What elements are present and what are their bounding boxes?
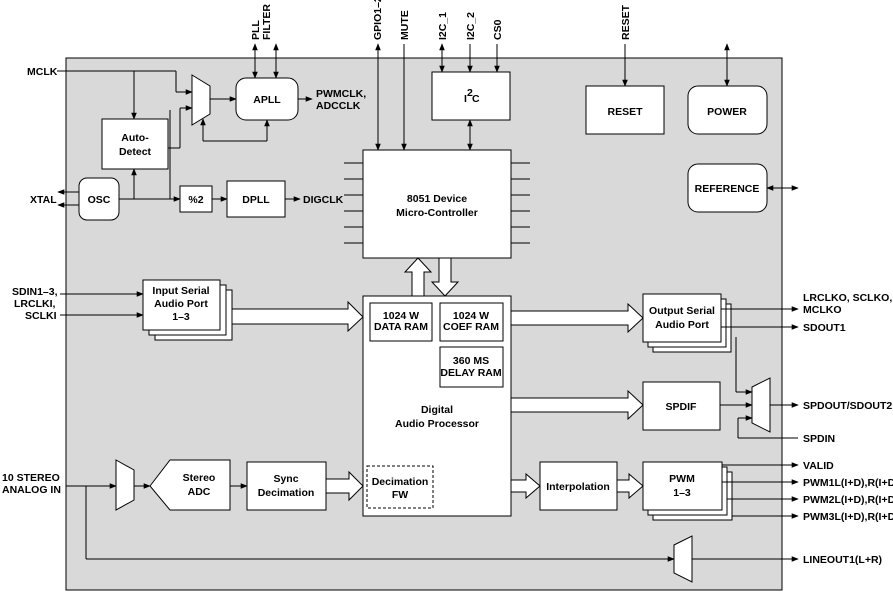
output-serial-label-2: Audio Port [655, 319, 709, 331]
i2c-superscript: 2 [467, 87, 473, 99]
sync-decimation-label-1: Sync [273, 473, 298, 485]
signal-pwm3-label: PWM3L(I+D),R(I+D) [803, 511, 893, 523]
sync-decimation-label-2: Decimation [258, 487, 315, 499]
dap-to-output-serial-arrow [510, 302, 644, 334]
signal-sdin-label-1: SDIN1–3, [12, 286, 58, 298]
power-block [687, 85, 768, 135]
div2-block [179, 185, 213, 213]
analog-input-mux [115, 459, 135, 511]
input-serial-label-2: Audio Port [154, 298, 208, 310]
signal-reset-label: RESET [620, 4, 632, 40]
auto-detect-block [101, 118, 169, 170]
stereo-adc-label-1: Stereo [183, 472, 216, 484]
div2-label: %2 [188, 194, 203, 206]
signal-pwmclk-label: PWMCLK, [316, 88, 366, 100]
input-serial-to-dap-arrow [231, 300, 364, 333]
mcu-label-2: Micro-Controller [396, 207, 478, 219]
signal-gpio-label: GPIO1–2 [372, 0, 384, 40]
apll-label: APLL [253, 94, 281, 106]
dap-to-mcu-arrow [403, 257, 433, 297]
dap-label-1: Digital [421, 404, 453, 416]
signal-pwm2-label: PWM2L(I+D),R(I+D) [803, 494, 893, 506]
data-ram-label-2: DATA RAM [374, 321, 428, 333]
signal-spdin-label: SPDIN [803, 433, 835, 445]
decimation-fw-label-1: Decimation [372, 476, 429, 488]
input-serial-label-1: Input Serial [152, 285, 209, 297]
dap-to-spdif-arrow [510, 389, 644, 421]
mcu-to-dap-arrow [430, 257, 460, 297]
signal-xtal-label: XTAL [30, 194, 57, 206]
data-ram-block [369, 302, 433, 342]
signal-valid-label: VALID [803, 460, 834, 472]
input-serial-label-3: 1–3 [172, 311, 190, 323]
dap-to-interpolation-arrow [510, 472, 541, 500]
pwm-stack [642, 461, 733, 521]
mcu-label-1: 8051 Device [407, 193, 467, 205]
output-serial-stack [642, 293, 732, 353]
sync-to-dap-arrow [325, 470, 364, 502]
signal-i2c2-label: I2C_2 [465, 12, 477, 40]
signal-lineout-label: LINEOUT1(L+R) [803, 554, 882, 566]
signal-analog-label-1: 10 STEREO [2, 472, 60, 484]
auto-detect-label-1: Auto- [121, 132, 149, 144]
reset-block [585, 85, 665, 135]
pwm-label-1: PWM [669, 473, 695, 485]
dap-label-2: Audio Processor [395, 418, 479, 430]
input-serial-stack [142, 279, 233, 341]
reset-label: RESET [607, 106, 643, 118]
signal-digclk-label: DIGCLK [303, 194, 344, 206]
signal-sdin-label-2: LRCLKI, [14, 298, 55, 310]
coef-ram-label-2: COEF RAM [443, 321, 499, 333]
mcu-block [362, 149, 512, 259]
reference-label: REFERENCE [695, 183, 760, 195]
signal-adcclk-label: ADCCLK [316, 100, 361, 112]
signal-pll-label: PLL [250, 20, 262, 40]
coef-ram-label-1: 1024 W [453, 310, 489, 322]
delay-ram-label-2: DELAY RAM [440, 367, 502, 379]
delay-ram-block [439, 346, 504, 388]
output-serial-label-1: Output Serial [649, 305, 715, 317]
signal-analog-label-2: ANALOG IN [2, 484, 61, 496]
signal-sdout1-label: SDOUT1 [803, 322, 846, 334]
signal-mute-label: MUTE [399, 10, 411, 40]
signal-mclk-label: MCLK [27, 66, 58, 78]
signal-lrclko-label-2: MCLKO [803, 304, 842, 316]
i2c-label: I [464, 93, 467, 105]
i2c-block [431, 71, 511, 121]
lineout-mux [673, 535, 693, 583]
stereo-adc-label-2: ADC [188, 486, 211, 498]
signal-cs0-label: CS0 [492, 19, 504, 40]
signal-i2c1-label: I2C_1 [437, 12, 449, 40]
power-label: POWER [707, 106, 747, 118]
delay-ram-label-1: 360 MS [453, 355, 489, 367]
decimation-fw-label-2: FW [392, 489, 408, 501]
signal-sdin-label-3: SCLKI [25, 310, 57, 322]
signal-pwm1-label: PWM1L(I+D),R(I+D) [803, 477, 893, 489]
dpll-block [226, 180, 286, 218]
coef-ram-block [439, 302, 504, 342]
auto-detect-label-2: Detect [119, 146, 152, 158]
interpolation-block [539, 461, 618, 511]
interpolation-to-pwm-arrow [616, 472, 644, 500]
dpll-label: DPLL [242, 194, 270, 206]
sync-decimation-block [246, 461, 327, 511]
osc-label: OSC [88, 194, 111, 206]
decimation-fw-block [366, 465, 434, 509]
spdif-block [642, 381, 721, 431]
data-ram-label-1: 1024 W [383, 310, 419, 322]
mcu-pins [344, 162, 530, 244]
signal-spdout-label: SPDOUT/SDOUT2 [803, 400, 892, 412]
pwm-label-2: 1–3 [673, 487, 691, 499]
stereo-adc-block [149, 459, 231, 511]
i2c-c-label: C [472, 93, 480, 105]
signal-lrclko-label-1: LRCLKO, SCLKO, [803, 292, 892, 304]
output-mux [751, 377, 771, 433]
spdif-label: SPDIF [666, 401, 698, 413]
interpolation-label: Interpolation [546, 481, 610, 493]
signal-filter-label: FILTER [261, 4, 273, 40]
